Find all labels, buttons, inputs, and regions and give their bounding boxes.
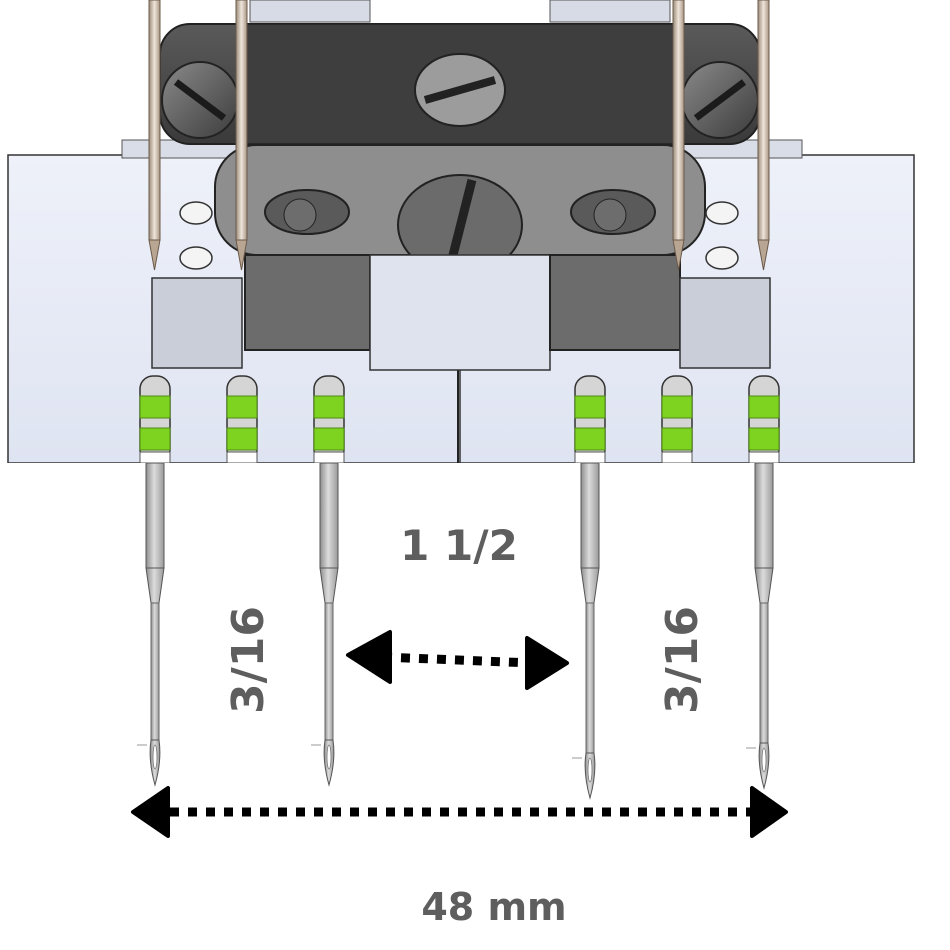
needle (137, 462, 165, 787)
needle-clamp (313, 375, 345, 464)
total-width-label: 48 mm (421, 885, 566, 929)
needle-clamp (226, 375, 258, 464)
needle-clamp (139, 375, 171, 464)
left-plate-holes (179, 201, 213, 270)
needle-clamp (574, 375, 606, 464)
needle-bar-rods (148, 0, 770, 271)
presser-foot-assembly (7, 0, 915, 464)
right-guide-block (549, 254, 681, 351)
needle-clamp (748, 375, 780, 464)
total-width-arrow (131, 786, 788, 838)
right-side-screw (681, 61, 759, 139)
center-arrow-left-head (346, 630, 392, 684)
center-spacing-label: 1 1/2 (400, 521, 518, 570)
needle-clamp (661, 375, 693, 464)
left-slot-screw (264, 189, 350, 235)
total-arrow-left-head (131, 786, 170, 838)
total-arrow-right-head (750, 786, 788, 838)
top-center-screw (414, 53, 506, 127)
needle (572, 462, 600, 800)
right-slot-screw (570, 189, 656, 235)
center-arrow-right-head (525, 636, 569, 690)
needle-clamps (139, 375, 780, 464)
right-plate-holes (705, 201, 739, 270)
left-guide-block (244, 254, 371, 351)
needle (746, 462, 774, 790)
center-screw (397, 174, 523, 277)
needle (311, 462, 339, 787)
left-side-screw (161, 61, 239, 139)
needles (137, 462, 774, 800)
right-spacing-label: 3/16 (657, 606, 708, 714)
left-spacing-label: 3/16 (223, 606, 274, 714)
center-spacing-arrow (346, 630, 569, 690)
